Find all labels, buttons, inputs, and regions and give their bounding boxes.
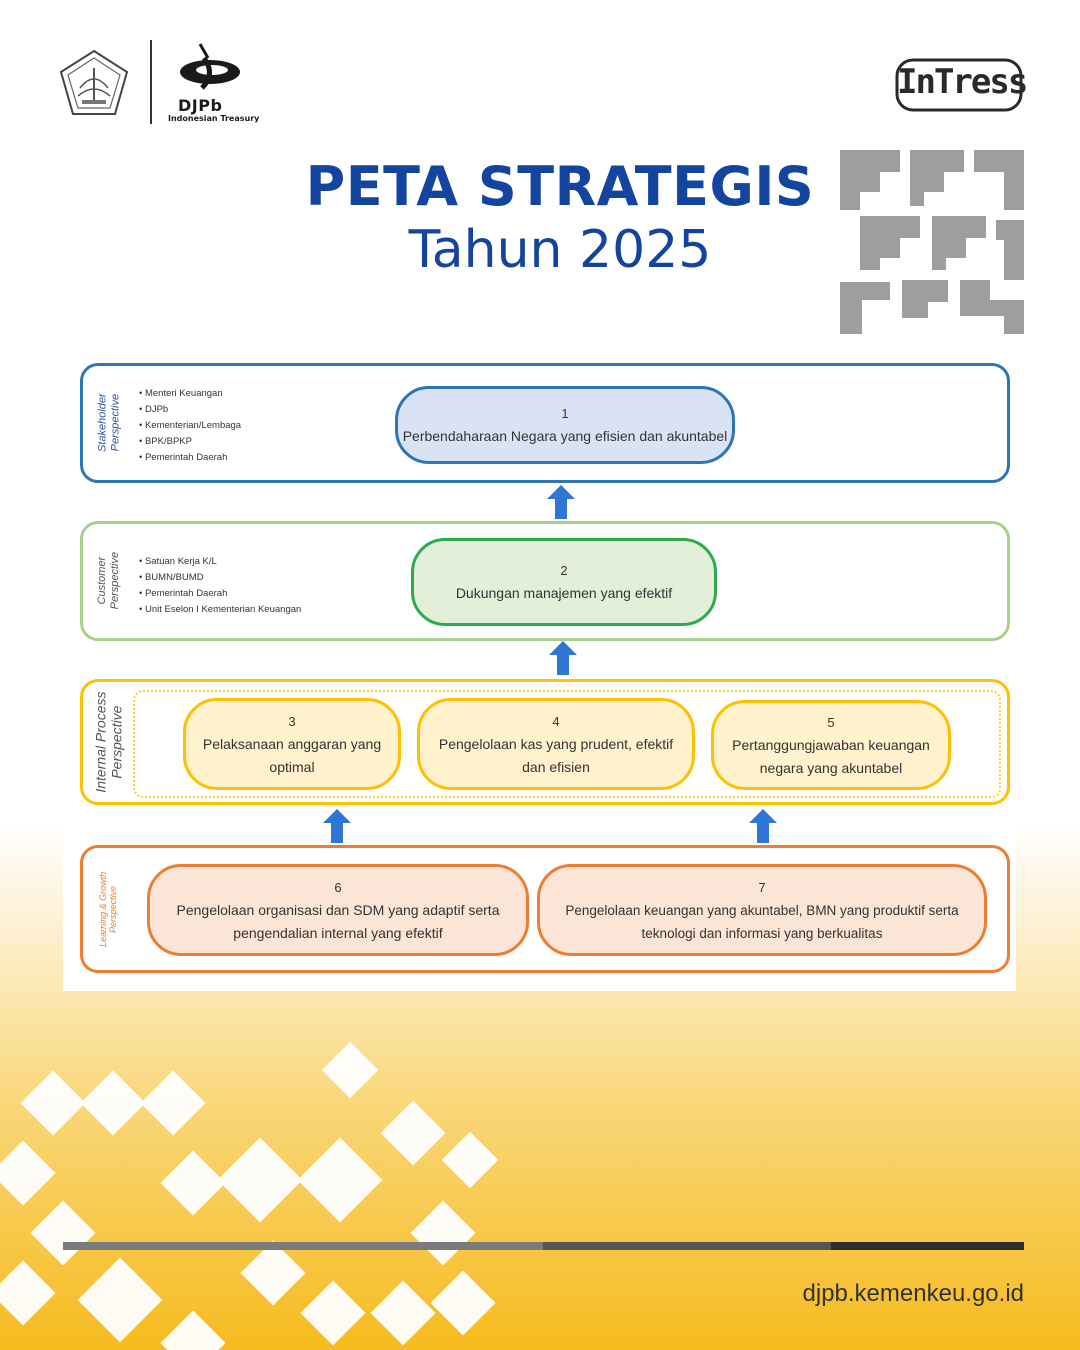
stakeholder-list: Menteri Keuangan DJPb Kementerian/Lembag… (139, 386, 241, 466)
learning-label-line1: Learning & Growth (98, 871, 109, 947)
footer-bar-segment (63, 1242, 543, 1250)
customer-label-line2: Perspective (109, 552, 122, 610)
list-item: Menteri Keuangan (139, 386, 241, 402)
list-item: DJPb (139, 402, 241, 418)
list-item: Unit Eselon I Kementerian Keuangan (139, 602, 301, 618)
objective-number: 5 (827, 714, 835, 730)
objective-text-line1: Pengelolaan organisasi dan SDM yang adap… (176, 901, 500, 918)
kemenkeu-emblem-icon (59, 49, 129, 115)
page-subtitle: Tahun 2025 (408, 220, 712, 280)
page-title: PETA STRATEGIS (305, 155, 815, 218)
arrow-up-icon (549, 641, 577, 675)
objective-number: 1 (561, 406, 569, 421)
customer-perspective-band: Customer Perspective Satuan Kerja K/L BU… (80, 521, 1010, 641)
list-item: BUMN/BUMD (139, 570, 301, 586)
footer-bar-segment (831, 1242, 1024, 1250)
website-url[interactable]: djpb.kemenkeu.go.id (802, 1280, 1024, 1307)
decorative-step-pattern (840, 150, 1024, 334)
objective-text-line2: optimal (269, 758, 315, 775)
learning-growth-perspective-band: Learning & Growth Perspective 6 Pengelol… (80, 845, 1010, 973)
objective-text: Perbendaharaan Negara yang efisien dan a… (402, 428, 728, 444)
objective-text-line2: teknologi dan informasi yang berkualitas (641, 925, 883, 941)
arrow-up-icon (323, 809, 351, 843)
djpb-name: DJPb (178, 96, 223, 115)
internal-process-dotted-frame (133, 690, 1001, 798)
objective-4: 4 Pengelolaan kas yang prudent, efektif … (417, 698, 695, 790)
objective-number: 7 (758, 879, 766, 895)
objective-5: 5 Pertanggungjawaban keuangan negara yan… (711, 700, 951, 790)
stakeholder-label-line2: Perspective (109, 394, 121, 452)
learning-label-line2: Perspective (109, 885, 120, 933)
list-item: Pemerintah Daerah (139, 450, 241, 466)
decorative-diamond-pattern (0, 1041, 499, 1350)
arrow-up-icon (547, 485, 575, 519)
objective-1: 1 Perbendaharaan Negara yang efisien dan… (395, 386, 735, 464)
objective-text-line1: Pelaksanaan anggaran yang (202, 735, 382, 752)
arrow-up-icon (749, 809, 777, 843)
strategy-map: Stakeholder Perspective Menteri Keuangan… (63, 355, 1016, 991)
djpb-subtitle: Indonesian Treasury (168, 114, 260, 123)
objective-2: 2 Dukungan manajemen yang efektif (411, 538, 717, 626)
learning-growth-perspective-label: Learning & Growth Perspective (89, 848, 129, 970)
stakeholder-perspective-label: Stakeholder Perspective (89, 366, 129, 480)
objective-6: 6 Pengelolaan organisasi dan SDM yang ad… (147, 864, 529, 956)
objective-text-line2: negara yang akuntabel (759, 759, 903, 776)
objective-number: 6 (334, 879, 342, 895)
customer-perspective-label: Customer Perspective (89, 524, 129, 638)
list-item: Satuan Kerja K/L (139, 554, 301, 570)
intress-logo-frame (895, 58, 1023, 112)
objective-text: Dukungan manajemen yang efektif (455, 585, 673, 601)
logo-divider (150, 40, 152, 124)
objective-text-line1: Pengelolaan keuangan yang akuntabel, BMN… (565, 902, 959, 918)
objective-text-line2: pengendalian internal yang efektif (233, 924, 443, 941)
internal-label-line2: Perspective (109, 705, 126, 779)
list-item: Kementerian/Lembaga (139, 418, 241, 434)
objective-text-line1: Pengelolaan kas yang prudent, efektif (438, 735, 674, 752)
list-item: BPK/BPKP (139, 434, 241, 450)
customer-list: Satuan Kerja K/L BUMN/BUMD Pemerintah Da… (139, 554, 301, 618)
objective-3: 3 Pelaksanaan anggaran yang optimal (183, 698, 401, 790)
footer-bar-segment (543, 1242, 831, 1250)
list-item: Pemerintah Daerah (139, 586, 301, 602)
objective-text-line1: Pertanggungjawaban keuangan (732, 736, 930, 753)
intress-logo-text: InTress (897, 62, 1028, 102)
objective-number: 3 (288, 713, 296, 729)
customer-label-line1: Customer (96, 557, 109, 605)
stakeholder-perspective-band: Stakeholder Perspective Menteri Keuangan… (80, 363, 1010, 483)
objective-7: 7 Pengelolaan keuangan yang akuntabel, B… (537, 864, 987, 956)
objective-number: 2 (560, 563, 568, 578)
internal-process-perspective-band: Internal Process Perspective 3 Pelaksana… (80, 679, 1010, 805)
djpb-logo-icon (180, 43, 240, 90)
objective-text-line2: dan efisien (522, 758, 590, 775)
internal-label-line1: Internal Process (92, 691, 109, 793)
stakeholder-label-line1: Stakeholder (96, 393, 109, 453)
internal-process-perspective-label: Internal Process Perspective (89, 682, 129, 802)
objective-number: 4 (552, 713, 560, 729)
